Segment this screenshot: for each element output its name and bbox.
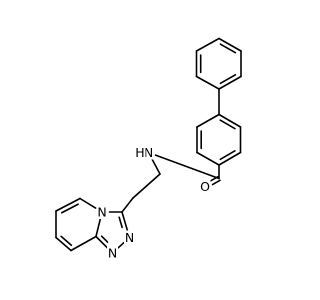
bond-c-c-10 bbox=[196, 151, 220, 166]
atom-n-14: N bbox=[143, 145, 154, 160]
bond-n-n-20 bbox=[117, 241, 125, 249]
atom-label-o: O bbox=[200, 179, 210, 194]
atom-o-13: O bbox=[199, 179, 211, 194]
bond-c-c-24 bbox=[70, 235, 97, 252]
bond-c-c-2 bbox=[218, 75, 242, 90]
bond-c-n-19-inner bbox=[118, 216, 123, 229]
atom-n-19: N bbox=[124, 230, 135, 245]
atom-label-n: N bbox=[125, 230, 134, 245]
bond-c-c-9 bbox=[218, 151, 242, 166]
bond-n-c-21 bbox=[95, 235, 108, 249]
atom-label-n: N bbox=[108, 246, 117, 261]
atom-label-h: H bbox=[135, 145, 144, 160]
bond-n-c-16 bbox=[151, 158, 161, 175]
atom-h-15: H bbox=[134, 145, 146, 160]
atom-label-n: N bbox=[97, 205, 106, 220]
bond-c-c-27 bbox=[55, 197, 81, 212]
atom-n-20: N bbox=[107, 246, 118, 261]
atom-n-22: N bbox=[96, 205, 108, 220]
bond-n-c-21-inner bbox=[100, 235, 109, 243]
bond-layer bbox=[55, 37, 242, 252]
bond-c-c-3 bbox=[195, 75, 220, 90]
bond-c-c-5 bbox=[195, 37, 220, 52]
bond-c-c-7 bbox=[218, 113, 242, 128]
atom-label-n: N bbox=[144, 145, 153, 160]
bond-c-c-17 bbox=[132, 173, 161, 199]
bond-c-o-14-b bbox=[211, 179, 221, 186]
bond-c-n-22 bbox=[95, 218, 102, 238]
bond-c-c-2-inner bbox=[219, 74, 237, 85]
bond-c-n-15 bbox=[154, 154, 220, 180]
bond-c-n-28 bbox=[79, 197, 97, 209]
bond-c-c-25 bbox=[55, 236, 72, 252]
bond-c-c-7-inner bbox=[219, 119, 236, 130]
bond-c-c-0-inner bbox=[219, 43, 237, 54]
bond-c-c-0 bbox=[218, 37, 242, 52]
bond-c-c-25-inner bbox=[60, 235, 73, 247]
bond-c-c-9-inner bbox=[219, 150, 236, 161]
bond-c-c-18 bbox=[121, 197, 134, 213]
bond-c-c-27-inner bbox=[60, 203, 79, 214]
bond-c-n-19 bbox=[121, 211, 129, 232]
bond-c-c-12 bbox=[196, 113, 220, 128]
